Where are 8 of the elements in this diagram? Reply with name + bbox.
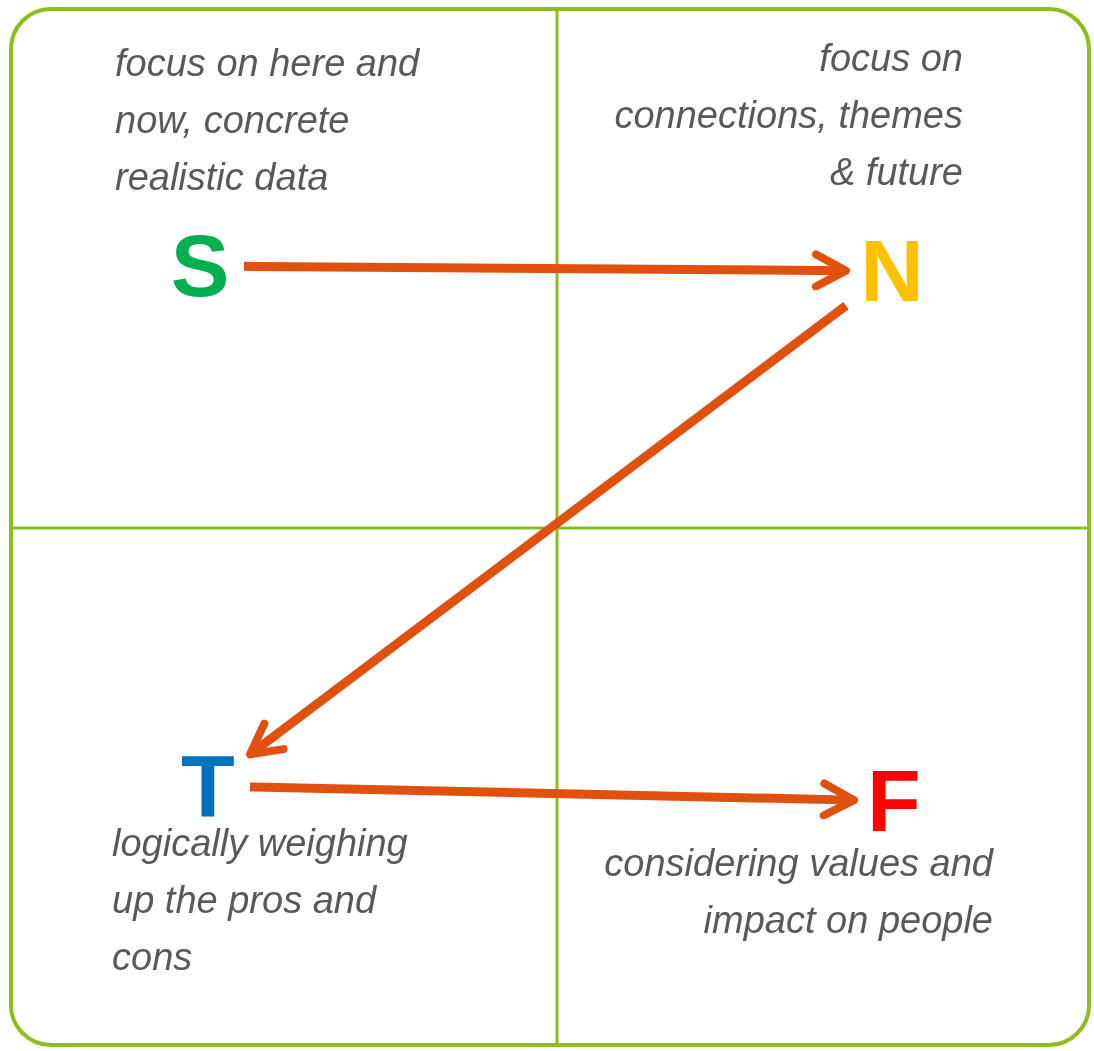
arrow — [249, 779, 858, 820]
arrow — [243, 250, 850, 291]
description-text: focus on connections, themes & future — [613, 36, 963, 195]
description-text: logically weighing up the pros and cons — [112, 821, 409, 980]
type-letter: N — [858, 227, 926, 315]
type-letter: S — [168, 222, 232, 310]
arrow — [246, 302, 849, 759]
description-text: focus on here and now, concrete realistic data — [115, 41, 421, 200]
